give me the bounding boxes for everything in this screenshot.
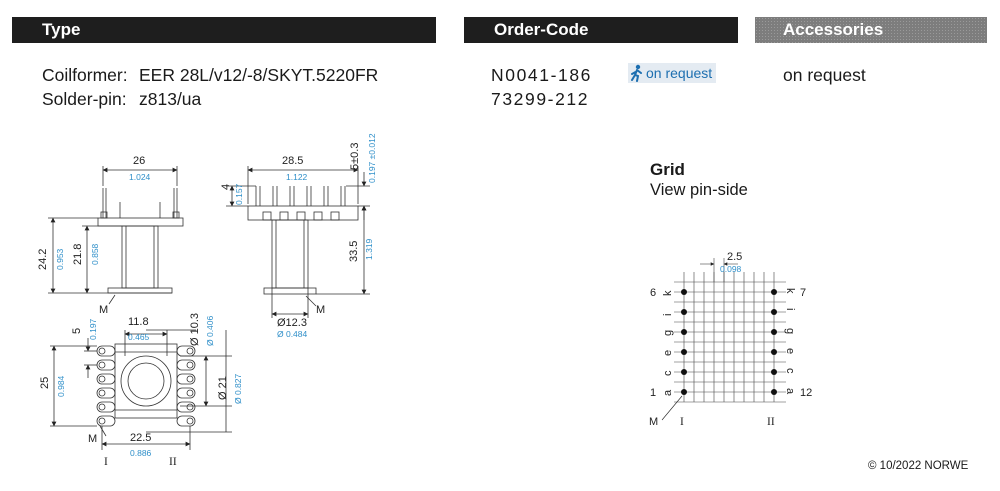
dim-24-2-in: 0.953	[55, 248, 65, 270]
dim-33-5-in: 1.319	[364, 238, 374, 260]
grid-letters-right: k i g e c a	[784, 288, 796, 395]
dim-33-5: 33.5	[348, 241, 360, 262]
dim-28-5: 28.5	[282, 155, 303, 167]
grid-m: M	[649, 416, 658, 428]
dim-28-5-in: 1.122	[286, 172, 308, 182]
dim-22-5-in: 0.886	[130, 448, 152, 458]
dim-22-5: 22.5	[130, 432, 151, 444]
grid-letter-label: k	[662, 290, 674, 296]
order-code-header: Order-Code	[464, 17, 738, 43]
grid-letters-left: k i g e c a	[662, 290, 674, 396]
dim-24-2: 24.2	[37, 249, 49, 270]
dim-4-in: 0.157	[234, 183, 244, 205]
accessories-value: on request	[783, 65, 866, 85]
type-header: Type	[12, 17, 436, 43]
grid-dim-2-5: 2.5	[727, 251, 742, 263]
coilformer-value: EER 28L/v12/-8/SKYT.5220FR	[139, 65, 379, 85]
accessories-header: Accessories	[755, 17, 987, 43]
dim-5-pitch: 5	[71, 328, 83, 334]
dim-5-pitch-in: 0.197	[88, 318, 98, 340]
grid-title: Grid	[650, 160, 685, 179]
dim-11-8: 11.8	[128, 316, 149, 328]
order-code-2[interactable]: 73299-212	[491, 89, 590, 109]
dim-21-8-in: 0.858	[90, 243, 100, 265]
order-code-1[interactable]: N0041-186	[491, 65, 592, 85]
grid-letter-label: k	[784, 288, 796, 294]
dim-26: 26	[133, 155, 145, 167]
dim-25: 25	[39, 377, 51, 389]
mark-ii-1: II	[169, 456, 177, 468]
dim-21-8: 21.8	[72, 244, 84, 265]
dim-5-in: 0.197 ±0.012	[367, 133, 377, 183]
dim-21: Ø 21	[217, 376, 229, 400]
pin-grid	[661, 258, 786, 421]
pin-dots	[681, 289, 777, 395]
grid-n6: 6	[650, 287, 656, 299]
solderpin-label: Solder-pin:	[42, 89, 127, 109]
mark-m-3: M	[88, 433, 97, 445]
grid-letter-label: i	[662, 314, 674, 316]
side-view-2	[226, 166, 370, 318]
dim-25-in: 0.984	[56, 375, 66, 397]
mark-m-2: M	[316, 304, 325, 316]
side-view-1	[48, 166, 184, 305]
dim-12-3: Ø12.3	[277, 317, 307, 329]
on-request-badge[interactable]: on request	[628, 63, 717, 83]
grid-subtitle: View pin-side	[650, 181, 748, 199]
on-request-label: on request	[646, 65, 713, 81]
grid-letter-label: g	[662, 330, 674, 336]
grid-ii: II	[767, 416, 775, 428]
dim-5: 5±0.3	[349, 143, 361, 170]
dim-10-3: Ø 10.3	[189, 313, 201, 346]
dim-4: 4	[220, 184, 232, 190]
grid-n12: 12	[800, 387, 812, 399]
grid-letter-label: a	[662, 389, 674, 396]
dim-26-in: 1.024	[129, 172, 151, 182]
dim-12-3-in: Ø 0.484	[277, 329, 308, 339]
grid-n7: 7	[800, 287, 806, 299]
coilformer-label: Coilformer:	[42, 65, 128, 85]
mark-m-1: M	[99, 304, 108, 316]
mark-i-1: I	[104, 456, 108, 468]
solderpin-value: z813/ua	[139, 89, 202, 109]
copyright: © 10/2022 NORWE	[868, 460, 969, 472]
grid-letter-label: g	[784, 328, 796, 334]
grid-letter-label: a	[784, 388, 796, 395]
grid-letter-label: e	[784, 348, 796, 354]
grid-letter-label: c	[784, 368, 796, 374]
dim-11-8-in: 0.465	[128, 332, 150, 342]
dim-21-in: Ø 0.827	[233, 373, 243, 404]
grid-letter-label: i	[784, 308, 796, 310]
grid-letter-label: e	[662, 350, 674, 356]
dim-10-3-in: Ø 0.406	[205, 315, 215, 346]
runner-icon	[631, 64, 642, 82]
grid-i: I	[680, 416, 684, 428]
grid-letter-label: c	[662, 370, 674, 376]
grid-n1: 1	[650, 387, 656, 399]
grid-dim-2-5-in: 0.098	[720, 264, 742, 274]
bottom-view	[50, 329, 232, 450]
